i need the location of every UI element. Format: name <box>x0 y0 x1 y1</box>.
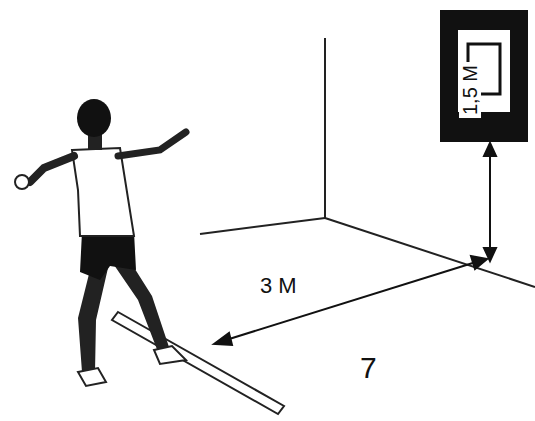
dimension-label: 1,5 М <box>459 62 481 118</box>
throw-line <box>112 312 284 414</box>
target <box>440 10 528 142</box>
distance-dimension <box>214 256 487 345</box>
thrower-figure <box>15 99 186 386</box>
height-dimension <box>484 143 496 261</box>
figure-number: 7 <box>357 352 380 384</box>
ball <box>15 175 29 189</box>
dimension-label: 3 М <box>257 274 300 298</box>
